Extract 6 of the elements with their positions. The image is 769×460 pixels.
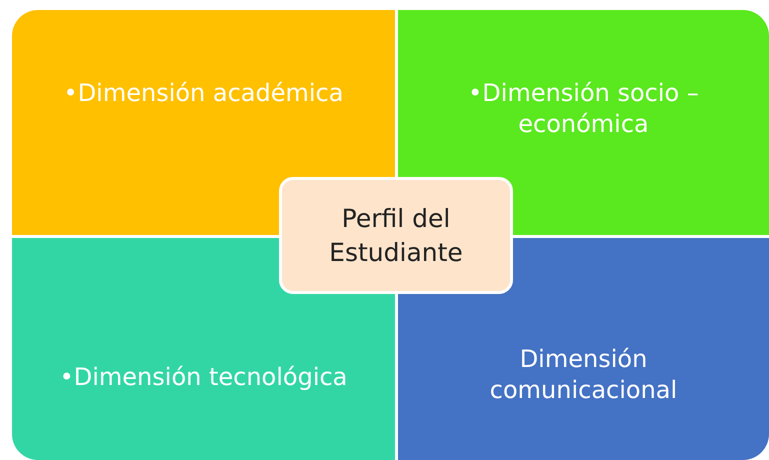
- quadrant-label: •Dimensión académica: [64, 78, 344, 109]
- center-label: Perfil del Estudiante: [328, 202, 464, 268]
- quadrant-label: •Dimensión socio – económica: [467, 78, 700, 140]
- quadrant-label: •Dimensión tecnológica: [60, 362, 348, 393]
- quadrant-label: Dimensión comunicacional: [488, 344, 678, 406]
- center-box: [279, 177, 513, 294]
